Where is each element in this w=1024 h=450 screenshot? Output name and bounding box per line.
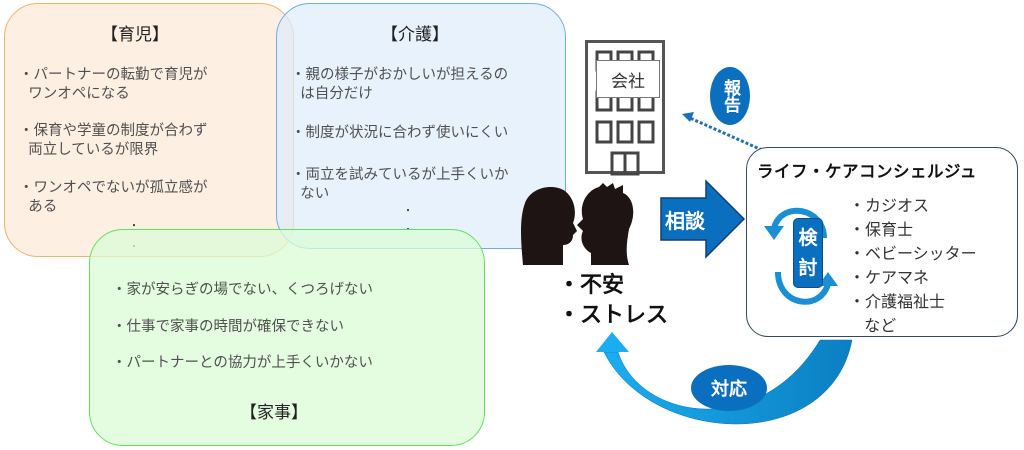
housework-item: ・家が安らぎの場でない、くつろげない <box>112 282 373 298</box>
review-badge: 検 討 <box>793 218 823 288</box>
housework-item: ・仕事で家事の時間が確保できない <box>112 319 344 335</box>
concern-stress: ・ストレス <box>558 303 669 328</box>
nursing-item: ・両立を試みているが上手くいか ない <box>291 167 509 202</box>
service-item: など <box>849 316 897 335</box>
nursing-ellipsis: ・ <box>403 206 413 217</box>
service-item: ・ベビーシッター <box>849 244 977 263</box>
service-item: ・ケアマネ <box>849 268 930 287</box>
concern-anxiety: ・不安 <box>558 273 625 298</box>
concierge-box: ライフ・ケアコンシェルジュ ・カジオス ・保育士 ・ベビーシッター ・ケアマネ … <box>746 147 1018 337</box>
nursing-item: ・親の様子がおかしいが担えるの は自分だけ <box>291 67 509 102</box>
service-item: ・介護福祉士 <box>849 292 946 311</box>
service-item: ・カジオス <box>849 196 930 215</box>
childcare-item: ・パートナーの転勤で育児が ワンオペになる <box>19 67 208 102</box>
consult-arrow <box>660 179 746 259</box>
childcare-box: 【育児】 ・パートナーの転勤で育児が ワンオペになる ・保育や学童の制度が合わず… <box>4 3 294 257</box>
service-item: ・保育士 <box>849 220 914 239</box>
nursing-box: 【介護】 ・親の様子がおかしいが担えるの は自分だけ ・制度が状況に合わず使いに… <box>276 3 566 249</box>
childcare-item: ・ワンオペでないが孤立感が ある <box>19 180 208 215</box>
nursing-item: ・制度が状況に合わず使いにくい <box>291 125 509 141</box>
respond-badge: 対応 <box>691 365 767 411</box>
housework-item: ・パートナーとの協力が上手くいかない <box>112 355 373 371</box>
report-badge: 報告 <box>710 67 750 125</box>
childcare-title: 【育児】 <box>101 25 169 45</box>
childcare-item: ・保育や学童の制度が合わず 両立しているが限界 <box>19 123 208 158</box>
housework-title: 【家事】 <box>240 403 308 423</box>
respond-arrowhead-icon <box>596 332 629 352</box>
housework-box: ・家が安らぎの場でない、くつろげない ・仕事で家事の時間が確保できない ・パート… <box>89 229 485 446</box>
childcare-ellipsis: ・ <box>129 221 139 232</box>
report-arrowhead-icon <box>682 112 694 122</box>
couple-silhouette-icon <box>521 183 634 265</box>
nursing-title: 【介護】 <box>381 25 449 45</box>
review-char: 討 <box>798 257 818 279</box>
company-label: 会社 <box>596 60 660 98</box>
concierge-title: ライフ・ケアコンシェルジュ <box>757 162 977 181</box>
review-char: 検 <box>798 227 818 249</box>
consult-label: 相談 <box>665 209 705 233</box>
